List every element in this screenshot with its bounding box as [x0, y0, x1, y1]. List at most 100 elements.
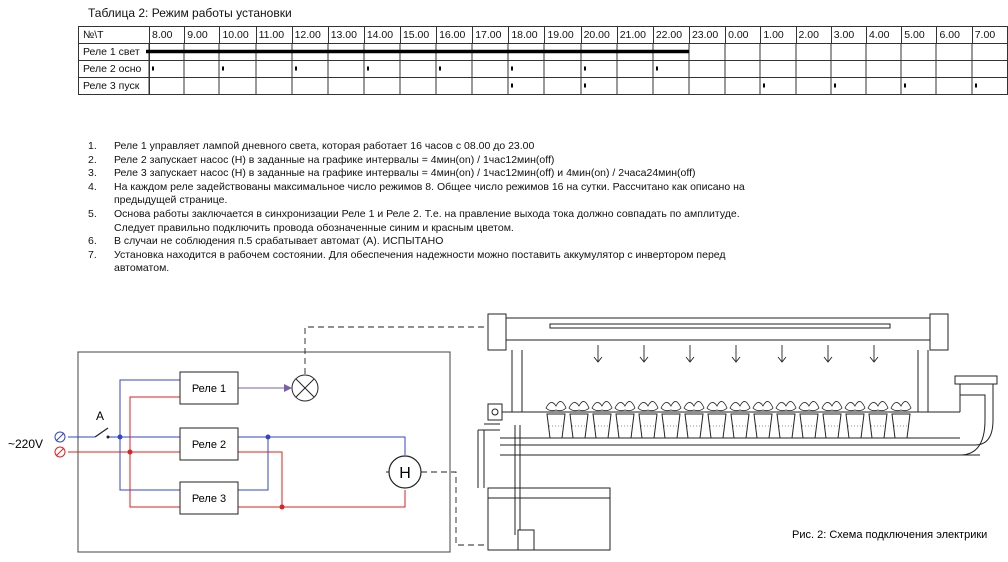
- note-number: 5.: [88, 207, 97, 220]
- pump-on-mark: [763, 83, 765, 88]
- note-item: 1.Реле 1 управляет лампой дневного света…: [88, 140, 768, 154]
- relay-3-box: [179, 481, 239, 515]
- lamp-cross: [295, 378, 315, 398]
- breaker-switch: [94, 427, 109, 438]
- row-label: Реле 3 пуск: [78, 77, 150, 95]
- pump-on-mark: [656, 66, 658, 71]
- plant-leaves: [798, 401, 820, 412]
- note-text: Установка находится в рабочем состоянии.…: [114, 248, 726, 275]
- figure-caption: Рис. 2: Схема подключения электрики: [792, 529, 987, 541]
- light-arrow-head: [869, 356, 879, 363]
- note-text: Реле 2 запускает насос (Н) в заданные на…: [114, 153, 555, 166]
- red-wire: [129, 396, 180, 452]
- lamp-tube: [549, 323, 891, 329]
- pump-control-line: [421, 471, 488, 546]
- lamp-end-right: [929, 313, 949, 351]
- junction-dot: [117, 434, 123, 440]
- red-wire: [238, 490, 406, 508]
- plant-leaves: [844, 401, 866, 412]
- hour-cell: 15.00: [399, 26, 438, 44]
- relay-3-label: Реле 3: [192, 493, 226, 505]
- junction-dot: [127, 449, 133, 455]
- pump-on-mark: [584, 83, 586, 88]
- note-item: 7. Установка находится в рабочем состояни…: [88, 249, 768, 276]
- plant-leaves: [660, 401, 682, 412]
- tray-connector: [487, 403, 503, 421]
- pump-on-mark: [367, 66, 369, 71]
- hour-cell: 2.00: [795, 26, 832, 44]
- note-item: 2. Реле 2 запускает насос (Н) в заданные …: [88, 154, 768, 168]
- relay-1-box: [179, 371, 239, 405]
- note-item: 3. Реле 3 запускает насос (Н) в заданные …: [88, 167, 768, 181]
- light-arrow-head: [685, 356, 695, 363]
- pump-on-mark: [584, 66, 586, 71]
- plant-leaves: [706, 401, 728, 412]
- blue-wire: [119, 379, 180, 437]
- pump-on-mark: [222, 66, 224, 71]
- terminal-red: [54, 446, 66, 458]
- schedule-header-row: №\T 8.00 9.00 10.00 11.00 12.00 13.00 14…: [78, 26, 1008, 44]
- note-item: 6.В случаи не соблюдения п.5 срабатывает…: [88, 235, 768, 249]
- pump-on-mark: [975, 83, 977, 88]
- pump-label: Н: [399, 465, 411, 482]
- pump-on-mark: [511, 83, 513, 88]
- reservoir: [487, 487, 611, 551]
- breaker-label: А: [96, 409, 104, 423]
- hour-cell: 12.00: [291, 26, 329, 44]
- note-text: На каждом реле задействованы максимально…: [114, 180, 745, 207]
- note-number: 4.: [88, 180, 97, 193]
- note-number: 2.: [88, 153, 97, 166]
- note-item: 4. На каждом реле задействованы максималь…: [88, 181, 768, 208]
- plant-leaves: [729, 401, 751, 412]
- note-item: 5.Основа работы заключается в синхрониза…: [88, 208, 768, 235]
- pump-on-mark: [439, 66, 441, 71]
- junction-dots: [117, 434, 285, 510]
- blue-wire: [119, 437, 180, 491]
- light-arrow-head: [823, 356, 833, 363]
- submersible-pump: [517, 529, 535, 551]
- schedule-marks: [146, 43, 977, 95]
- plant-leaves: [545, 401, 567, 412]
- relay-2-label: Реле 2: [192, 439, 226, 451]
- red-wires: [68, 396, 406, 508]
- pump-on-mark: [834, 83, 836, 88]
- plant-leaves: [752, 401, 774, 412]
- note-text: Реле 3 запускает насос (Н) в заданные на…: [114, 167, 696, 180]
- note-text: В случаи не соблюдения п.5 срабатывает а…: [114, 235, 444, 248]
- blue-wire: [238, 437, 269, 491]
- plant-leaves: [568, 401, 590, 412]
- hour-cell: 14.00: [363, 26, 401, 44]
- note-number: 1.: [88, 140, 97, 152]
- plant-leaves: [637, 401, 659, 412]
- plant-leaves: [591, 401, 613, 412]
- light-arrow-head: [777, 356, 787, 363]
- hour-cell: 5.00: [901, 26, 938, 44]
- drain-cap: [954, 375, 998, 385]
- pump-on-mark: [295, 66, 297, 71]
- plant-leaves: [683, 401, 705, 412]
- plant-leaves: [775, 401, 797, 412]
- plant-leaves: [867, 401, 889, 412]
- notes-list: 1.Реле 1 управляет лампой дневного света…: [88, 140, 768, 276]
- mains-terminals: [54, 431, 66, 458]
- pump-on-mark: [511, 66, 513, 71]
- note-number: 7.: [88, 248, 97, 261]
- red-wire: [129, 452, 180, 508]
- light-arrow-head: [593, 356, 603, 363]
- light-arrows: [593, 345, 879, 363]
- junction-dot: [279, 504, 285, 510]
- lamp-end-left: [487, 313, 507, 351]
- pump-on-mark: [904, 83, 906, 88]
- blue-wires: [68, 379, 406, 491]
- red-wire: [238, 451, 283, 507]
- junction-dot: [265, 434, 271, 440]
- pump-on-mark: [152, 66, 154, 71]
- plant-leaves: [614, 401, 636, 412]
- terminal-blue: [54, 431, 66, 443]
- relay-2-box: [179, 427, 239, 461]
- note-number: 3.: [88, 167, 97, 180]
- dashed-control-lines: [304, 326, 490, 546]
- light-arrow-head: [639, 356, 649, 363]
- breaker-contact: [106, 435, 110, 439]
